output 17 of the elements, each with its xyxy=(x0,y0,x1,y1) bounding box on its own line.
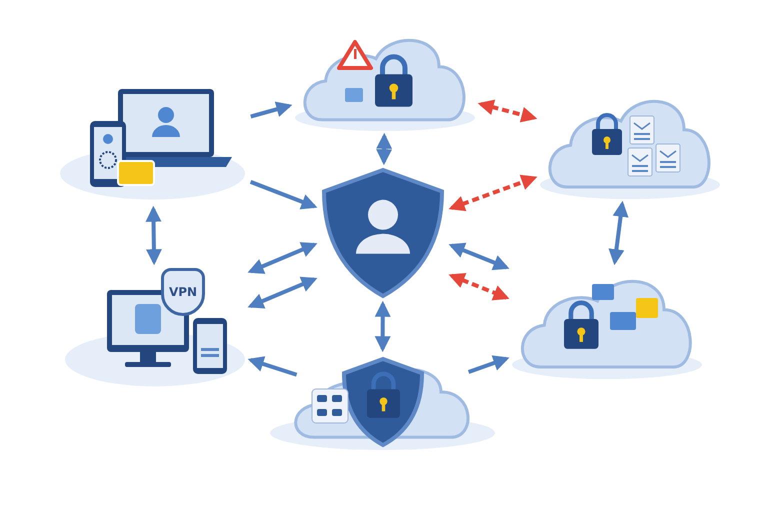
dashed-arrow xyxy=(448,174,538,212)
arrow xyxy=(448,242,510,270)
arrow xyxy=(376,132,392,166)
vpn-shield-badge: VPN xyxy=(161,268,205,316)
arrow xyxy=(250,180,318,210)
arrow xyxy=(468,355,510,374)
arrow xyxy=(374,300,391,352)
arrow xyxy=(248,356,298,377)
arrow xyxy=(250,102,292,118)
arrow xyxy=(248,276,318,309)
user-shield-drawing xyxy=(320,168,446,298)
dashed-arrow xyxy=(448,272,510,300)
arrow xyxy=(608,200,629,266)
arrow xyxy=(146,206,162,266)
dashed-arrow xyxy=(478,100,538,122)
arrow xyxy=(248,242,318,274)
cloud-shield-lock-drawing xyxy=(270,355,495,450)
